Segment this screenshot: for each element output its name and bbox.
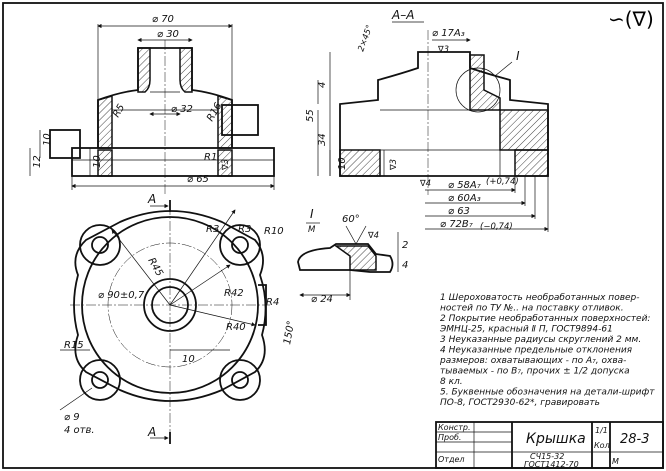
section-mark-top: A — [147, 192, 156, 206]
dim-d58-tol: (+0,74) — [486, 177, 519, 187]
note-line: 4 Неуказанные предельные отклонения — [440, 346, 633, 356]
sheet-label: Кол — [594, 441, 610, 450]
dim-sv4: ∇4 — [419, 179, 431, 189]
dim-d17: ⌀ 17A₃ — [432, 28, 465, 39]
dim-sv3b: ∇3 — [389, 159, 399, 171]
detail-label: I — [310, 207, 314, 221]
dim-d70: ⌀ 70 — [152, 14, 174, 25]
dim-r40: R40 — [226, 322, 246, 333]
dim-r45: R45 — [145, 256, 164, 279]
note-line: размеров: охватывающих - по A₇, охва- — [439, 356, 626, 366]
note-line: 8 кл. — [440, 377, 463, 387]
dim-h10: 10 — [337, 157, 348, 170]
dim-h12: 12 — [32, 155, 43, 168]
technical-notes: 1 Шероховатость необработанных повер- но… — [439, 293, 655, 408]
plan-view — [59, 200, 270, 444]
dim-d90: ⌀ 90±0,7 — [98, 290, 145, 301]
dim-d65: ⌀ 65 — [187, 174, 209, 185]
dim-sv3: ∇3 — [221, 159, 231, 171]
dim-r3b: R3 — [238, 224, 251, 235]
dim-h10b: 10 — [92, 155, 103, 168]
dim-r3a: R3 — [206, 224, 219, 235]
title-row-constr: Констр. — [438, 423, 470, 432]
dim-d9: ⌀ 9 — [64, 412, 80, 423]
sheet-fraction: 1/1 — [595, 426, 608, 435]
dim-w10: 10 — [182, 354, 195, 365]
dim-h10a: 10 — [42, 133, 53, 146]
dim-d72: ⌀ 72B₇ — [440, 219, 473, 230]
roughness-symbol: ∽(∇) — [608, 7, 654, 31]
note-line: ностей по ТУ №.. на поставку отливок. — [440, 304, 624, 314]
dim-r15: R15 — [64, 340, 84, 351]
detail-scale: M — [308, 225, 316, 235]
note-line: ПО-8, ГОСТ2930-62*, гравировать — [440, 398, 600, 408]
dim-r4: R4 — [266, 297, 279, 308]
note-line: 1 Шероховатость необработанных повер- — [440, 293, 640, 303]
dim-d63: ⌀ 63 — [448, 206, 470, 217]
note-line: 2 Покрытие необработанных поверхностей: — [440, 314, 650, 324]
dim-r42: R42 — [224, 288, 244, 299]
dim-angle: 60° — [342, 214, 360, 225]
title-mark: М — [612, 457, 619, 466]
section-view — [317, 21, 549, 232]
dim-detail-h4: 4 — [402, 260, 408, 271]
material-line-2: ГОСТ1412-70 — [524, 460, 579, 469]
dim-r10: R10 — [264, 226, 284, 237]
note-line: ЭМНЦ-25, красный Ⅱ П, ГОСТ9894-61 — [439, 325, 613, 335]
dim-r5: R5 — [111, 102, 127, 119]
dim-holes: 4 отв. — [64, 425, 95, 436]
dim-a150: 150° — [282, 320, 297, 346]
title-row-otdel: Отдел — [438, 455, 465, 464]
drawing-code: 28-3 — [620, 432, 650, 447]
dim-d32: ⌀ 32 — [171, 104, 193, 115]
dim-d72-tol: (−0,74) — [480, 222, 513, 232]
section-mark-bottom: A — [147, 425, 156, 439]
dim-detail-sv4: ∇4 — [367, 231, 379, 241]
dim-d30: ⌀ 30 — [157, 29, 179, 40]
note-line: тываемых - по B₇, прочих ± 1/2 допуска — [440, 367, 630, 377]
dim-r1: R1 — [204, 152, 217, 163]
dim-sv3a: ∇3 — [437, 45, 449, 55]
dim-h34: 34 — [317, 133, 328, 146]
dim-detail-h2: 2 — [402, 240, 408, 251]
front-view — [29, 23, 275, 195]
dim-h4: 4 — [317, 82, 328, 88]
dim-d60: ⌀ 60A₃ — [448, 193, 481, 204]
section-label: A–A — [391, 8, 414, 22]
note-line: 3 Неуказанные радиусы скруглений 2 мм. — [440, 335, 641, 345]
dim-d58: ⌀ 58A₇ — [448, 180, 481, 191]
dim-chamfer: 2×45° — [356, 24, 375, 53]
title-row-prob: Проб. — [438, 433, 461, 442]
dim-d24: ⌀ 24 — [311, 294, 333, 305]
note-line: 5. Буквенные обозначения на детали-шрифт — [440, 388, 655, 398]
callout-I: I — [516, 49, 520, 63]
detail-view — [297, 222, 399, 300]
dim-h55: 55 — [305, 109, 316, 122]
title-block — [435, 421, 664, 469]
part-name: Крышка — [526, 431, 586, 447]
material-line-1: СЧ15-32 — [530, 452, 564, 461]
